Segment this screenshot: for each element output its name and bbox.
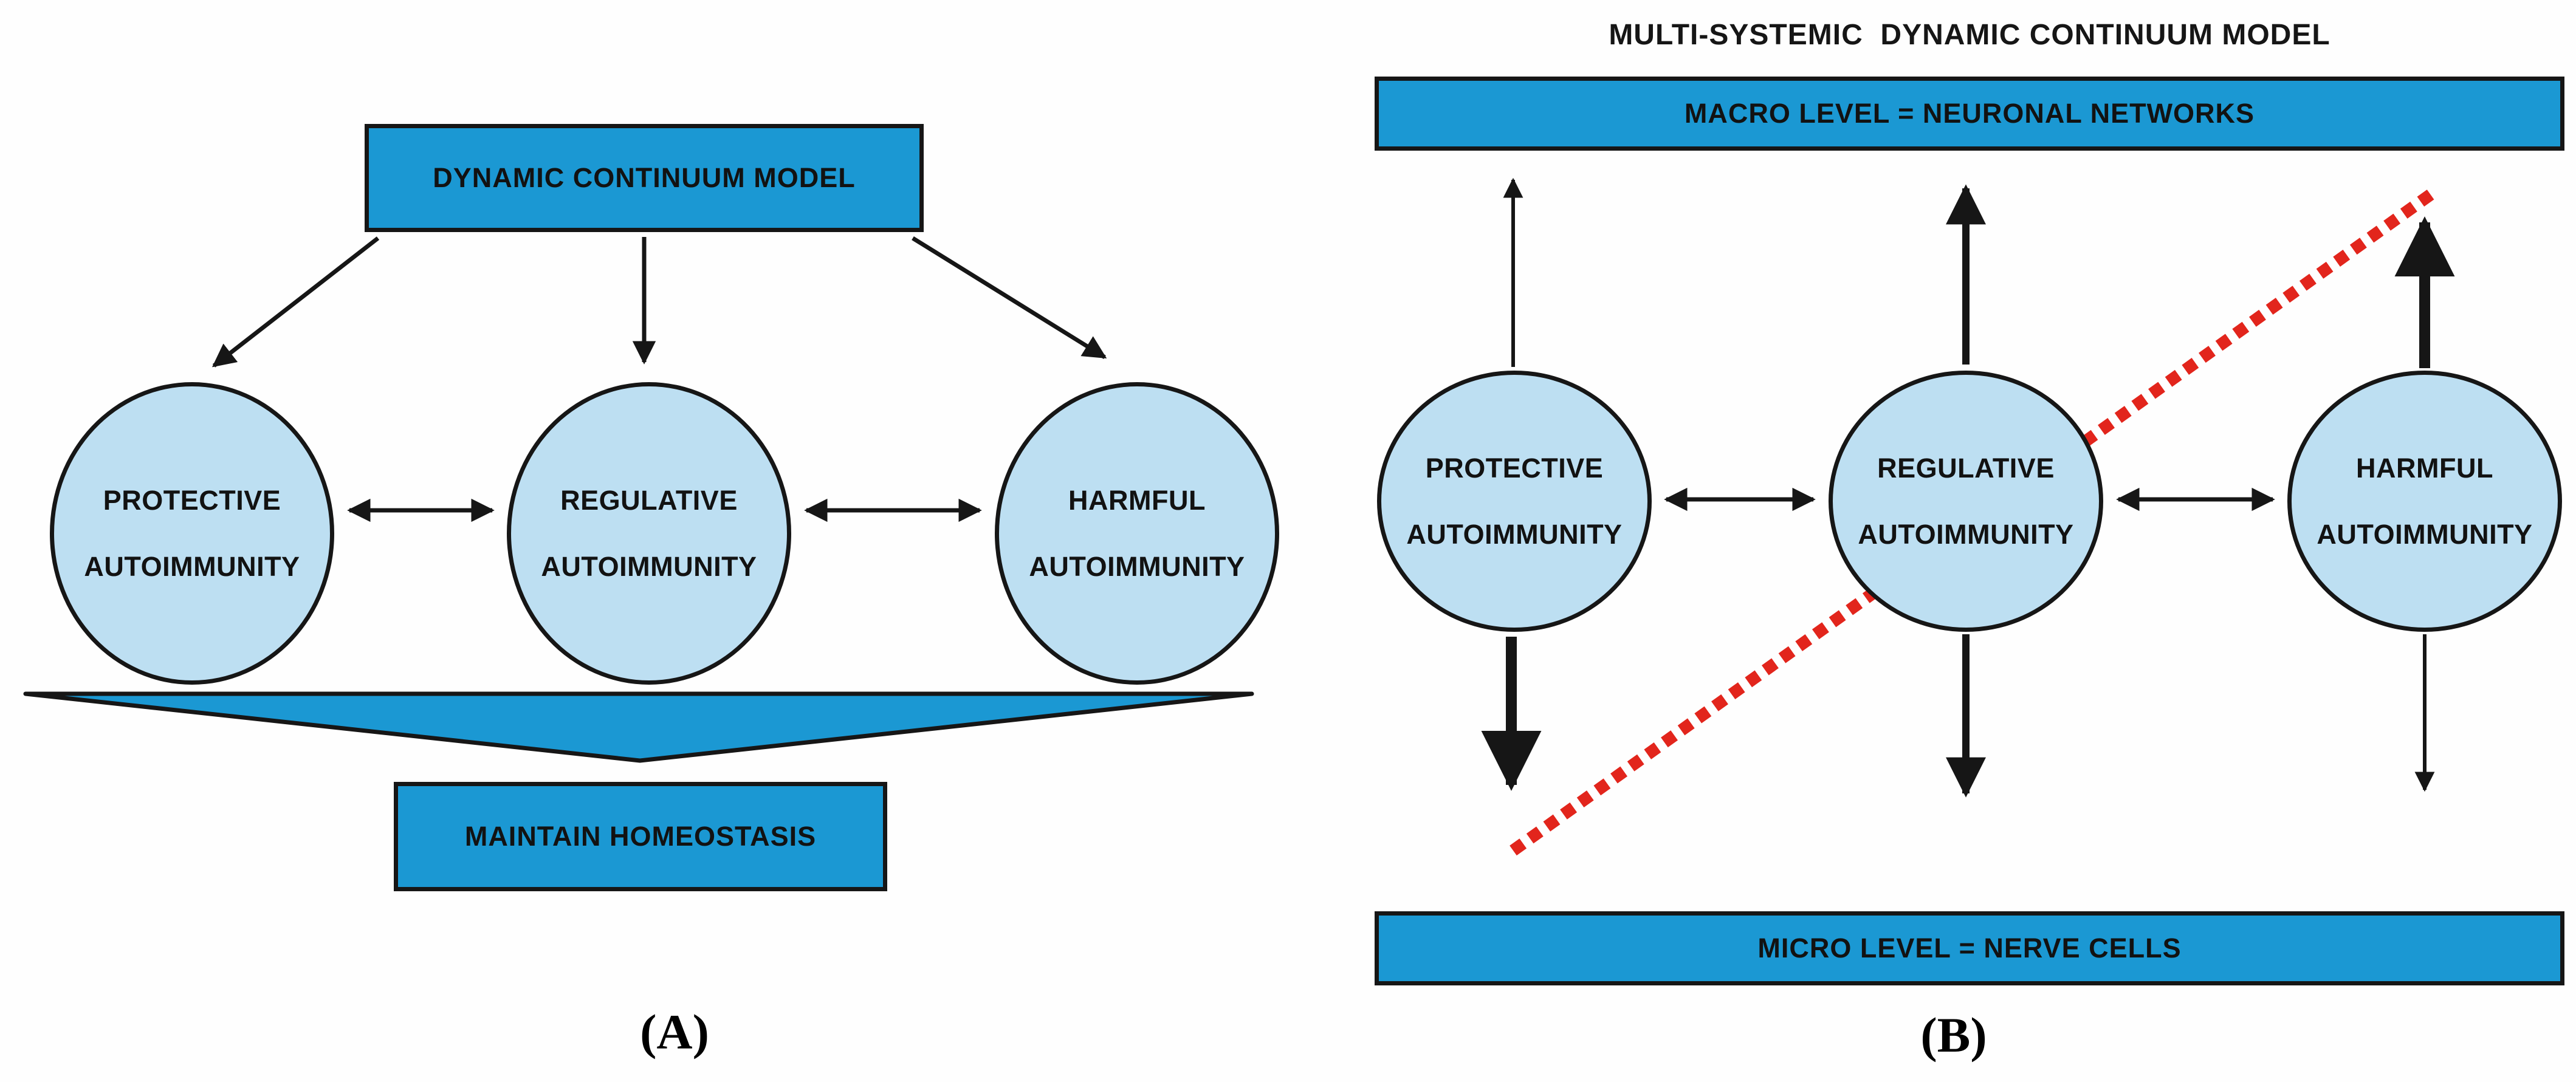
a-circle-protective-line1: PROTECTIVE <box>103 485 281 516</box>
panel-a-caption: (A) <box>640 1004 709 1060</box>
b-circle-protective-line1: PROTECTIVE <box>1425 453 1604 484</box>
a-circle-regulative-line1: REGULATIVE <box>560 485 738 516</box>
a-bottom-box: MAINTAIN HOMEOSTASIS <box>394 782 887 891</box>
panel-b-caption: (B) <box>1920 1007 1987 1063</box>
b-circle-protective: PROTECTIVE AUTOIMMUNITY <box>1377 371 1652 632</box>
a-circle-harmful-line1: HARMFUL <box>1068 485 1206 516</box>
b-circle-regulative-line1: REGULATIVE <box>1877 453 2055 484</box>
b-circle-protective-line2: AUTOIMMUNITY <box>1406 519 1623 550</box>
b-circle-harmful: HARMFUL AUTOIMMUNITY <box>2287 371 2562 632</box>
funnel-triangle <box>23 691 1254 763</box>
b-circle-regulative: REGULATIVE AUTOIMMUNITY <box>1829 371 2103 632</box>
a-top-box-label: DYNAMIC CONTINUUM MODEL <box>433 162 856 193</box>
b-macro-bar: MACRO LEVEL = NEURONAL NETWORKS <box>1375 77 2564 151</box>
b-micro-bar: MICRO LEVEL = NERVE CELLS <box>1375 911 2564 985</box>
b-macro-bar-label: MACRO LEVEL = NEURONAL NETWORKS <box>1684 98 2255 129</box>
a-bottom-box-label: MAINTAIN HOMEOSTASIS <box>464 821 817 852</box>
a-circle-protective-line2: AUTOIMMUNITY <box>84 551 300 582</box>
a-circle-regulative-line2: AUTOIMMUNITY <box>541 551 757 582</box>
b-circle-harmful-line1: HARMFUL <box>2356 453 2493 484</box>
panel-b-title: MULTI-SYSTEMIC DYNAMIC CONTINUUM MODEL <box>1609 19 2330 51</box>
a-top-box: DYNAMIC CONTINUUM MODEL <box>365 124 924 232</box>
b-circle-regulative-line2: AUTOIMMUNITY <box>1858 519 2074 550</box>
a-circle-harmful-line2: AUTOIMMUNITY <box>1029 551 1245 582</box>
a-circle-harmful: HARMFUL AUTOIMMUNITY <box>995 382 1279 685</box>
arrow-a-box-to-protective <box>211 236 380 368</box>
b-circle-harmful-line2: AUTOIMMUNITY <box>2317 519 2533 550</box>
a-circle-protective: PROTECTIVE AUTOIMMUNITY <box>50 382 334 685</box>
a-circle-regulative: REGULATIVE AUTOIMMUNITY <box>507 382 791 685</box>
b-micro-bar-label: MICRO LEVEL = NERVE CELLS <box>1757 933 2182 964</box>
arrow-a-box-to-harmful <box>912 236 1107 359</box>
